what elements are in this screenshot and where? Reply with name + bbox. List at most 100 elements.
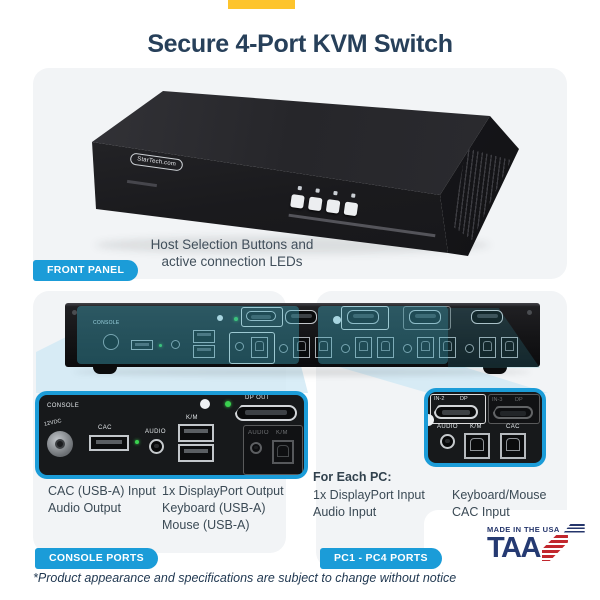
dim-km-label: K/M — [276, 430, 288, 436]
rear-pc1-cac — [315, 337, 332, 358]
rear-dpout-led — [234, 317, 238, 321]
rear-power-jack — [103, 334, 119, 350]
rear-dpout-outline — [241, 307, 283, 327]
rear-pc3-km — [417, 337, 434, 358]
console-ports-badge: CONSOLE PORTS — [35, 548, 158, 569]
rear-screw-dot-2 — [333, 316, 341, 324]
chassis-screw-right — [527, 310, 532, 315]
console-label: CONSOLE — [47, 403, 80, 409]
chassis-screw-left — [72, 310, 77, 315]
pc-desc-line: 1x DisplayPort Input — [313, 488, 425, 502]
rear-audio-km-outline — [229, 332, 275, 364]
pc-desc-col1: 1x DisplayPort Input Audio Input — [313, 487, 425, 521]
pc-cac-label: CAC — [506, 424, 520, 430]
cac-usba-port — [89, 435, 129, 451]
rear-pc3-dp — [409, 310, 441, 324]
pc-desc-line: CAC Input — [452, 505, 510, 519]
panel-screw — [200, 399, 210, 409]
caption-line-2: active connection LEDs — [161, 254, 303, 269]
page-title: Secure 4-Port KVM Switch — [147, 30, 453, 58]
pc-highlight-overlay — [318, 306, 448, 364]
rear-pc4-km — [479, 337, 496, 358]
footnote-text: *Product appearance and specifications a… — [33, 571, 457, 585]
rear-pc4-cac — [501, 337, 518, 358]
rear-audio-jack — [171, 340, 180, 349]
in2-dp-port — [434, 405, 478, 419]
pc-cac-usbb — [500, 433, 526, 459]
dim-audio-jack — [250, 442, 262, 454]
header-accent-bar — [228, 0, 295, 9]
console-callout-panel: CONSOLE 12VDC CAC AUDIO K/M DP OUT AUDIO… — [35, 391, 308, 479]
host-button-3 — [325, 190, 341, 214]
taa-logo: MADE IN THE USA TAA — [487, 524, 585, 564]
dp-label: DP — [460, 396, 468, 402]
km-usba-top — [178, 424, 214, 442]
rear-pc3-audio — [403, 344, 412, 353]
pc-ports-badge: PC1 - PC4 PORTS — [320, 548, 442, 569]
pc-desc-col2: Keyboard/Mouse CAC Input — [452, 487, 547, 521]
rear-panel-photo: CONSOLE — [65, 300, 540, 380]
taa-text: TAA — [487, 532, 541, 564]
made-in-usa-text: MADE IN THE USA — [487, 525, 560, 534]
console-desc-col1: CAC (USB-A) Input Audio Output — [48, 483, 156, 517]
host-button-1 — [290, 185, 305, 209]
rear-pc4-audio — [465, 344, 474, 353]
audio-jack — [149, 439, 164, 454]
dpout-label: DP OUT — [245, 395, 270, 401]
console-desc-line: CAC (USB-A) Input — [48, 484, 156, 498]
cac-label: CAC — [98, 425, 112, 431]
rear-dpout-port — [246, 311, 276, 321]
pc-audio-label: AUDIO — [437, 424, 459, 430]
rear-pc2-km — [355, 337, 372, 358]
connection-led-4 — [351, 193, 356, 198]
pc-km-usbb — [464, 433, 490, 459]
rear-km-usb-bottom — [193, 345, 215, 358]
console-highlight-overlay — [77, 306, 299, 364]
in3-section-dim: IN-3 DP — [488, 394, 540, 424]
pc-desc-line: Keyboard/Mouse — [452, 488, 547, 502]
rear-pc4-dp — [471, 310, 503, 324]
pc-km-label: K/M — [470, 424, 482, 430]
rear-pc3-dp-outline — [403, 306, 451, 330]
dpout-led — [225, 401, 231, 407]
rear-cac-port — [131, 340, 153, 350]
rear-pc2-dp-outline — [341, 306, 389, 330]
pc-audio-jack — [440, 434, 455, 449]
rear-km-usb-top — [193, 330, 215, 343]
rear-pc1-km — [293, 337, 310, 358]
taa-card — [424, 510, 600, 584]
host-button-2 — [307, 188, 323, 212]
flag-stripes-navy-icon — [562, 524, 585, 534]
rear-panel-shadow — [73, 368, 531, 376]
rear-led — [159, 344, 162, 347]
connection-led-1 — [297, 185, 302, 190]
pc-callout-panel: IN-2 DP IN-3 DP AUDIO K/M CAC — [424, 388, 546, 467]
console-desc-col2: 1x DisplayPort Output Keyboard (USB-A) M… — [162, 483, 284, 534]
chassis-foot-left — [93, 364, 117, 374]
rear-audio-jack-2 — [235, 342, 244, 351]
rear-screw-dot — [217, 315, 223, 321]
console-desc-line: Keyboard (USB-A) — [162, 501, 266, 515]
power-label: 12VDC — [43, 418, 63, 428]
rear-pc3-cac — [439, 337, 456, 358]
console-desc-line: 1x DisplayPort Output — [162, 484, 284, 498]
dim-pc1-section: AUDIO K/M — [243, 425, 303, 475]
pc-desc-line: Audio Input — [313, 505, 377, 519]
dpout-port — [235, 405, 297, 421]
cac-led — [135, 440, 139, 444]
in3-dp-label: DP — [515, 397, 523, 403]
front-panel-badge: FRONT PANEL — [33, 260, 139, 281]
km-usba-bottom — [178, 444, 214, 462]
km-label: K/M — [186, 415, 198, 421]
rear-pc2-dp — [347, 310, 379, 324]
host-button-4 — [343, 193, 359, 217]
power-jack-pin — [55, 439, 65, 449]
rear-pc1-audio — [279, 344, 288, 353]
rear-pc2-cac — [377, 337, 394, 358]
connection-led-3 — [333, 190, 338, 195]
pc-desc-heading: For Each PC: — [313, 470, 392, 484]
in2-label: IN-2 — [434, 396, 445, 402]
connection-led-2 — [315, 188, 320, 193]
pc-panel-screw — [428, 414, 434, 426]
